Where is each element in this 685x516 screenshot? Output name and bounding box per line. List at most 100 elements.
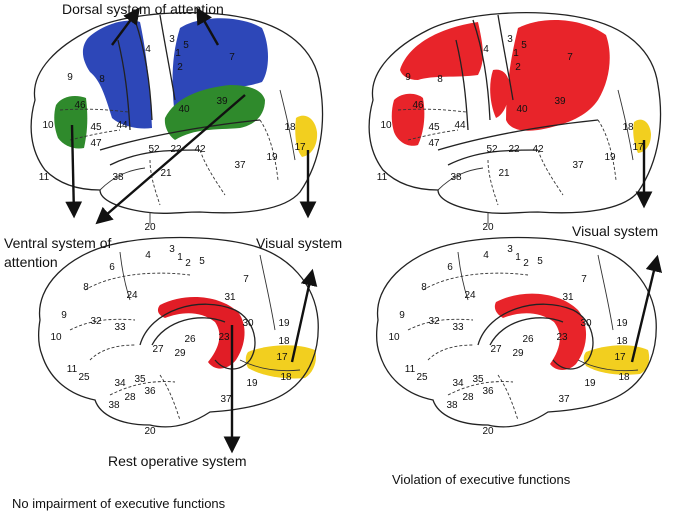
region-number: 5 xyxy=(183,40,189,51)
region-number: 42 xyxy=(532,144,544,155)
region-number: 8 xyxy=(99,74,105,85)
region-number: 40 xyxy=(178,104,190,115)
region-number: 8 xyxy=(421,282,427,293)
region-number: 46 xyxy=(412,100,424,111)
caption-no-impairment: No impairment of executive functions xyxy=(12,496,226,511)
right-lateral-brain xyxy=(368,11,662,225)
region-number: 42 xyxy=(194,144,206,155)
region-number: 18 xyxy=(284,122,296,133)
region-number: 17 xyxy=(276,352,288,363)
region-number: 1 xyxy=(177,252,183,263)
region-number: 6 xyxy=(109,262,115,273)
region-number: 24 xyxy=(126,290,138,301)
region-number: 28 xyxy=(124,392,136,403)
region-number: 19 xyxy=(266,152,278,163)
region-number: 10 xyxy=(50,332,62,343)
region-number: 11 xyxy=(39,172,50,183)
region-number: 17 xyxy=(614,352,626,363)
region-number: 7 xyxy=(567,52,573,63)
region-number: 8 xyxy=(83,282,89,293)
region-number: 39 xyxy=(554,96,566,107)
region-number: 38 xyxy=(450,172,462,183)
region-number: 37 xyxy=(234,160,246,171)
region-number: 2 xyxy=(523,258,529,269)
region-number: 18 xyxy=(278,336,290,347)
region-number: 39 xyxy=(216,96,228,107)
region-number: 37 xyxy=(572,160,584,171)
label-rest-operative-system: Rest operative system xyxy=(108,453,247,469)
region-number: 17 xyxy=(632,142,644,153)
region-number: 9 xyxy=(61,310,67,321)
region-number: 10 xyxy=(380,120,392,131)
region-number: 28 xyxy=(462,392,474,403)
region-number: 11 xyxy=(67,364,78,375)
region-number: 22 xyxy=(170,144,182,155)
visual-region-medial-right xyxy=(583,345,650,375)
region-number: 20 xyxy=(482,222,494,233)
region-number: 31 xyxy=(562,292,574,303)
impaired-region-central xyxy=(490,69,510,118)
region-number: 10 xyxy=(42,120,54,131)
region-number: 35 xyxy=(134,374,146,385)
region-number: 2 xyxy=(185,258,191,269)
region-number: 38 xyxy=(446,400,458,411)
region-number: 11 xyxy=(405,364,416,375)
region-number: 29 xyxy=(512,348,524,359)
region-number: 4 xyxy=(145,250,151,261)
region-number: 36 xyxy=(482,386,494,397)
region-number: 45 xyxy=(90,122,102,133)
region-number: 25 xyxy=(416,372,428,383)
caption-violation: Violation of executive functions xyxy=(392,472,571,487)
arrow-dorsal-left xyxy=(111,7,141,46)
region-number: 21 xyxy=(160,168,172,179)
impaired-region-parietal xyxy=(506,19,610,131)
region-number: 9 xyxy=(67,72,73,83)
region-number: 32 xyxy=(90,316,102,327)
region-number: 37 xyxy=(220,394,232,405)
region-number: 20 xyxy=(482,426,494,437)
region-number: 6 xyxy=(447,262,453,273)
region-number: 3 xyxy=(169,244,175,255)
region-number: 30 xyxy=(242,318,254,329)
region-number: 47 xyxy=(90,138,102,149)
region-number: 19 xyxy=(584,378,596,389)
region-number: 3 xyxy=(507,244,513,255)
region-number: 52 xyxy=(148,144,160,155)
region-number: 1 xyxy=(175,48,181,59)
region-number: 33 xyxy=(452,322,464,333)
region-number: 38 xyxy=(108,400,120,411)
region-number: 32 xyxy=(428,316,440,327)
region-number: 5 xyxy=(537,256,543,267)
label-dorsal-attention: Dorsal system of attention xyxy=(62,1,224,17)
region-number: 47 xyxy=(428,138,440,149)
label-visual-system-left: Visual system xyxy=(256,235,342,251)
region-number: 18 xyxy=(616,336,628,347)
region-number: 4 xyxy=(483,250,489,261)
region-number: 7 xyxy=(243,274,249,285)
region-number: 31 xyxy=(224,292,236,303)
arrow-visual-left-up xyxy=(290,268,318,363)
rest-region xyxy=(157,296,245,369)
arrow-dorsal-right xyxy=(196,7,220,46)
left-medial-brain xyxy=(38,236,319,428)
region-number: 52 xyxy=(486,144,498,155)
region-number: 38 xyxy=(112,172,124,183)
region-number: 20 xyxy=(144,222,156,233)
region-number: 44 xyxy=(454,120,466,131)
region-number: 4 xyxy=(145,44,151,55)
left-lateral-brain xyxy=(30,11,324,225)
region-number: 10 xyxy=(388,332,400,343)
label-ventral-attention-2: attention xyxy=(4,254,58,270)
region-number: 4 xyxy=(483,44,489,55)
region-number: 27 xyxy=(152,344,164,355)
region-number: 34 xyxy=(114,378,126,389)
region-number: 9 xyxy=(405,72,411,83)
region-number: 11 xyxy=(377,172,388,183)
arrow-ventral-down xyxy=(65,124,83,219)
region-number: 35 xyxy=(472,374,484,385)
region-number: 5 xyxy=(199,256,205,267)
